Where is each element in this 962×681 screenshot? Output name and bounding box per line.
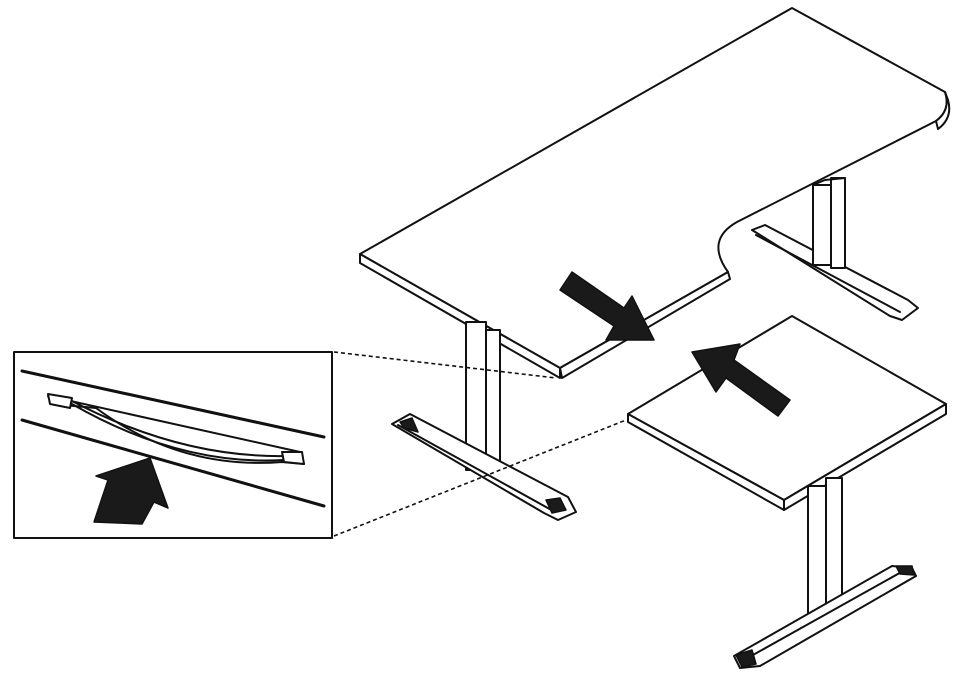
main-desk — [359, 7, 951, 521]
extension-desk — [627, 315, 947, 669]
extension-desk-top — [627, 315, 947, 501]
connector-detail-callout — [13, 351, 333, 539]
main-desk-left-leg — [391, 321, 577, 521]
main-desk-right-leg — [751, 177, 919, 321]
push-arrow-icon — [93, 457, 169, 525]
callout-leader-lines — [333, 351, 627, 537]
connector-bracket — [47, 395, 305, 465]
extension-desk-leg — [733, 477, 917, 669]
push-arrow-icon — [691, 343, 791, 417]
push-arrow-icon — [559, 271, 655, 341]
